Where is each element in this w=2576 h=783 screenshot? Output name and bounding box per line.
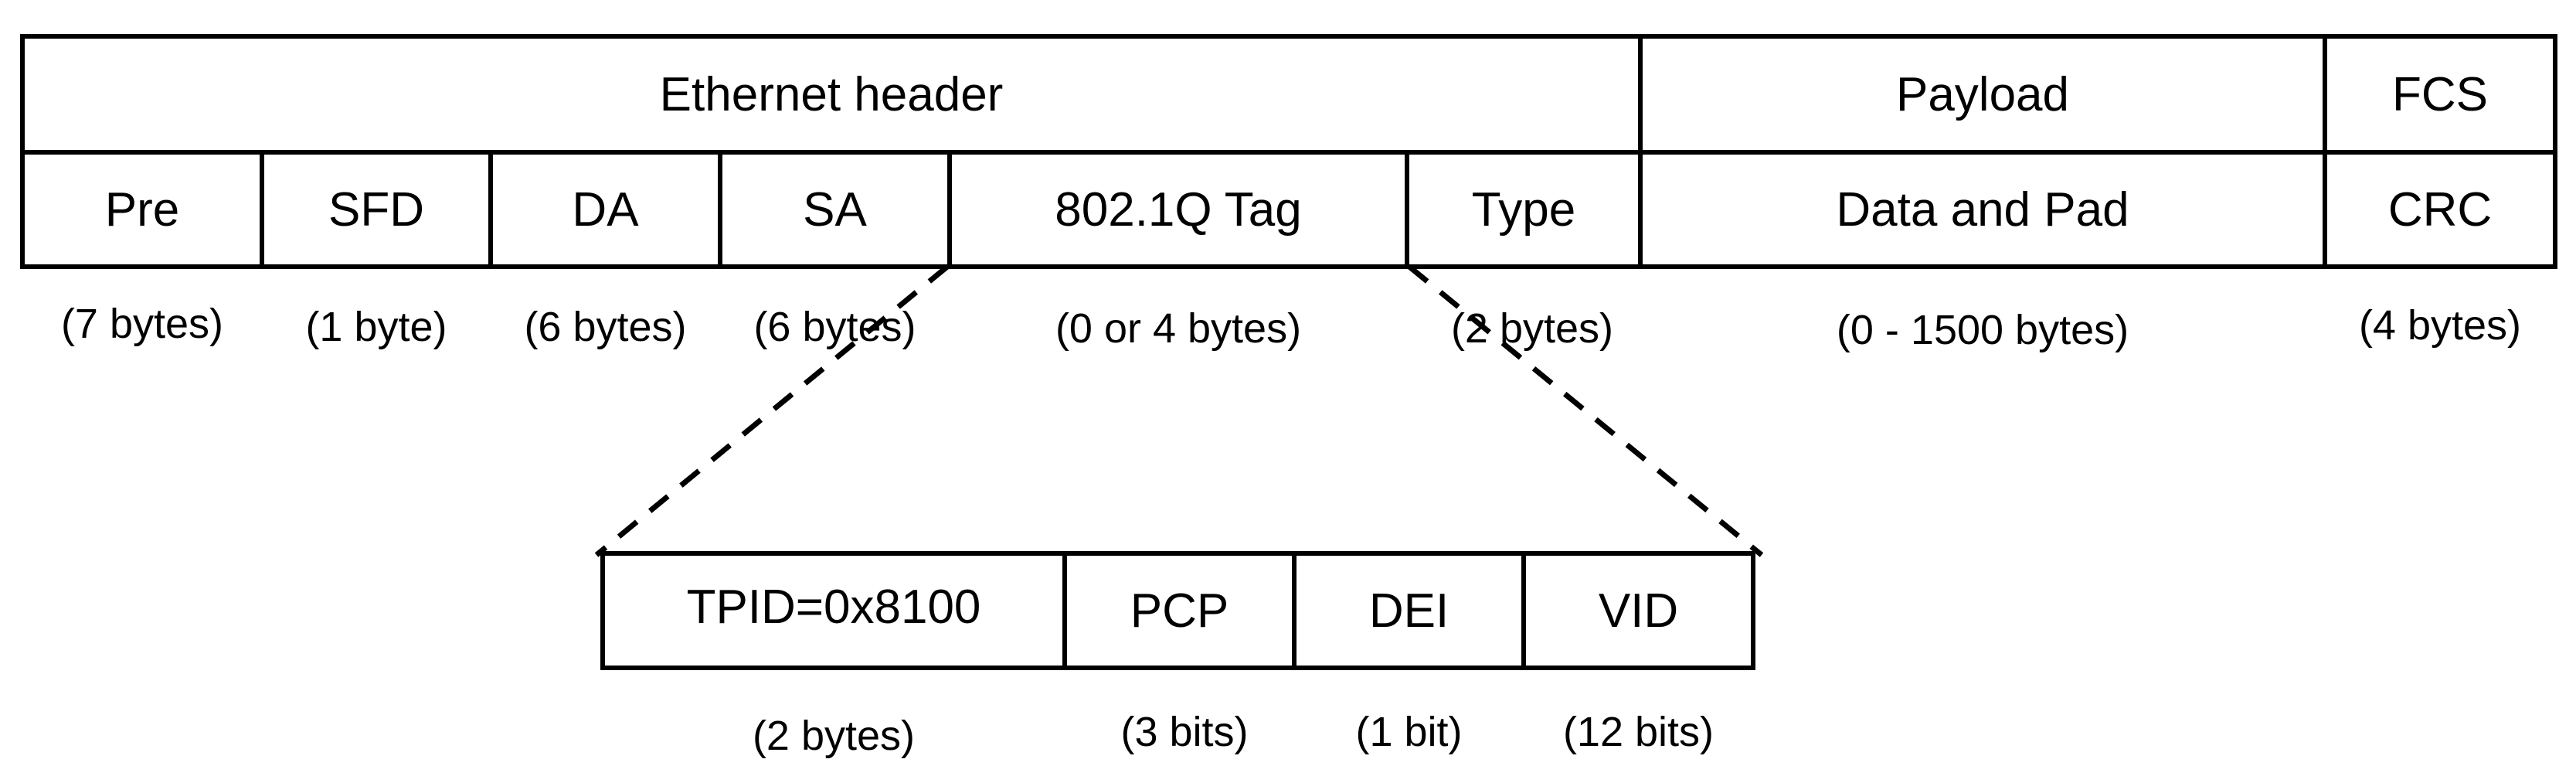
field-data-and-pad-label: Data and Pad: [1836, 182, 2129, 237]
size-pre: (7 bytes): [60, 301, 224, 347]
field-sfd-label: SFD: [328, 182, 424, 237]
tag-field-dei-label: DEI: [1368, 584, 1449, 638]
size-da: (6 bytes): [524, 304, 687, 350]
tag-field-vid-label: VID: [1598, 584, 1679, 638]
size-8021q-tag: (0 or 4 bytes): [1055, 305, 1302, 352]
field-sfd: SFD: [260, 150, 493, 269]
field-8021q-tag: 802.1Q Tag: [947, 150, 1409, 269]
field-pre-label: Pre: [104, 182, 180, 237]
ethernet-header-cell: Ethernet header: [20, 34, 1643, 155]
size-pcp: (3 bits): [1120, 709, 1249, 755]
tag-field-tpid-label: TPID=0x8100: [686, 580, 981, 634]
size-crc: (4 bytes): [2358, 302, 2522, 349]
field-sa: SA: [718, 150, 952, 269]
fcs-header-cell: FCS: [2323, 34, 2557, 155]
size-dei: (1 bit): [1355, 709, 1463, 755]
payload-header-label: Payload: [1895, 67, 2070, 121]
field-crc: CRC: [2323, 150, 2557, 269]
fcs-header-label: FCS: [2392, 67, 2488, 121]
tag-field-pcp-label: PCP: [1130, 584, 1229, 638]
field-data-and-pad: Data and Pad: [1638, 150, 2327, 269]
field-da-label: DA: [572, 182, 639, 237]
tag-field-dei: DEI: [1292, 551, 1526, 670]
field-da: DA: [488, 150, 722, 269]
size-type: (2 bytes): [1450, 305, 1614, 352]
field-type-label: Type: [1471, 182, 1576, 237]
field-8021q-tag-label: 802.1Q Tag: [1055, 182, 1302, 237]
tag-field-pcp: PCP: [1062, 551, 1296, 670]
size-vid: (12 bits): [1562, 709, 1715, 755]
field-pre: Pre: [20, 150, 264, 269]
payload-header-cell: Payload: [1638, 34, 2327, 155]
size-sfd: (1 byte): [305, 304, 447, 350]
field-type: Type: [1405, 150, 1643, 269]
field-crc-label: CRC: [2387, 182, 2493, 237]
size-data-and-pad: (0 - 1500 bytes): [1836, 307, 2129, 353]
tag-field-tpid: TPID=0x8100: [600, 551, 1067, 670]
tag-field-vid: VID: [1521, 551, 1755, 670]
field-sa-label: SA: [803, 182, 867, 237]
size-sa: (6 bytes): [753, 304, 916, 350]
ethernet-header-label: Ethernet header: [659, 67, 1004, 121]
size-tpid: (2 bytes): [752, 713, 916, 759]
